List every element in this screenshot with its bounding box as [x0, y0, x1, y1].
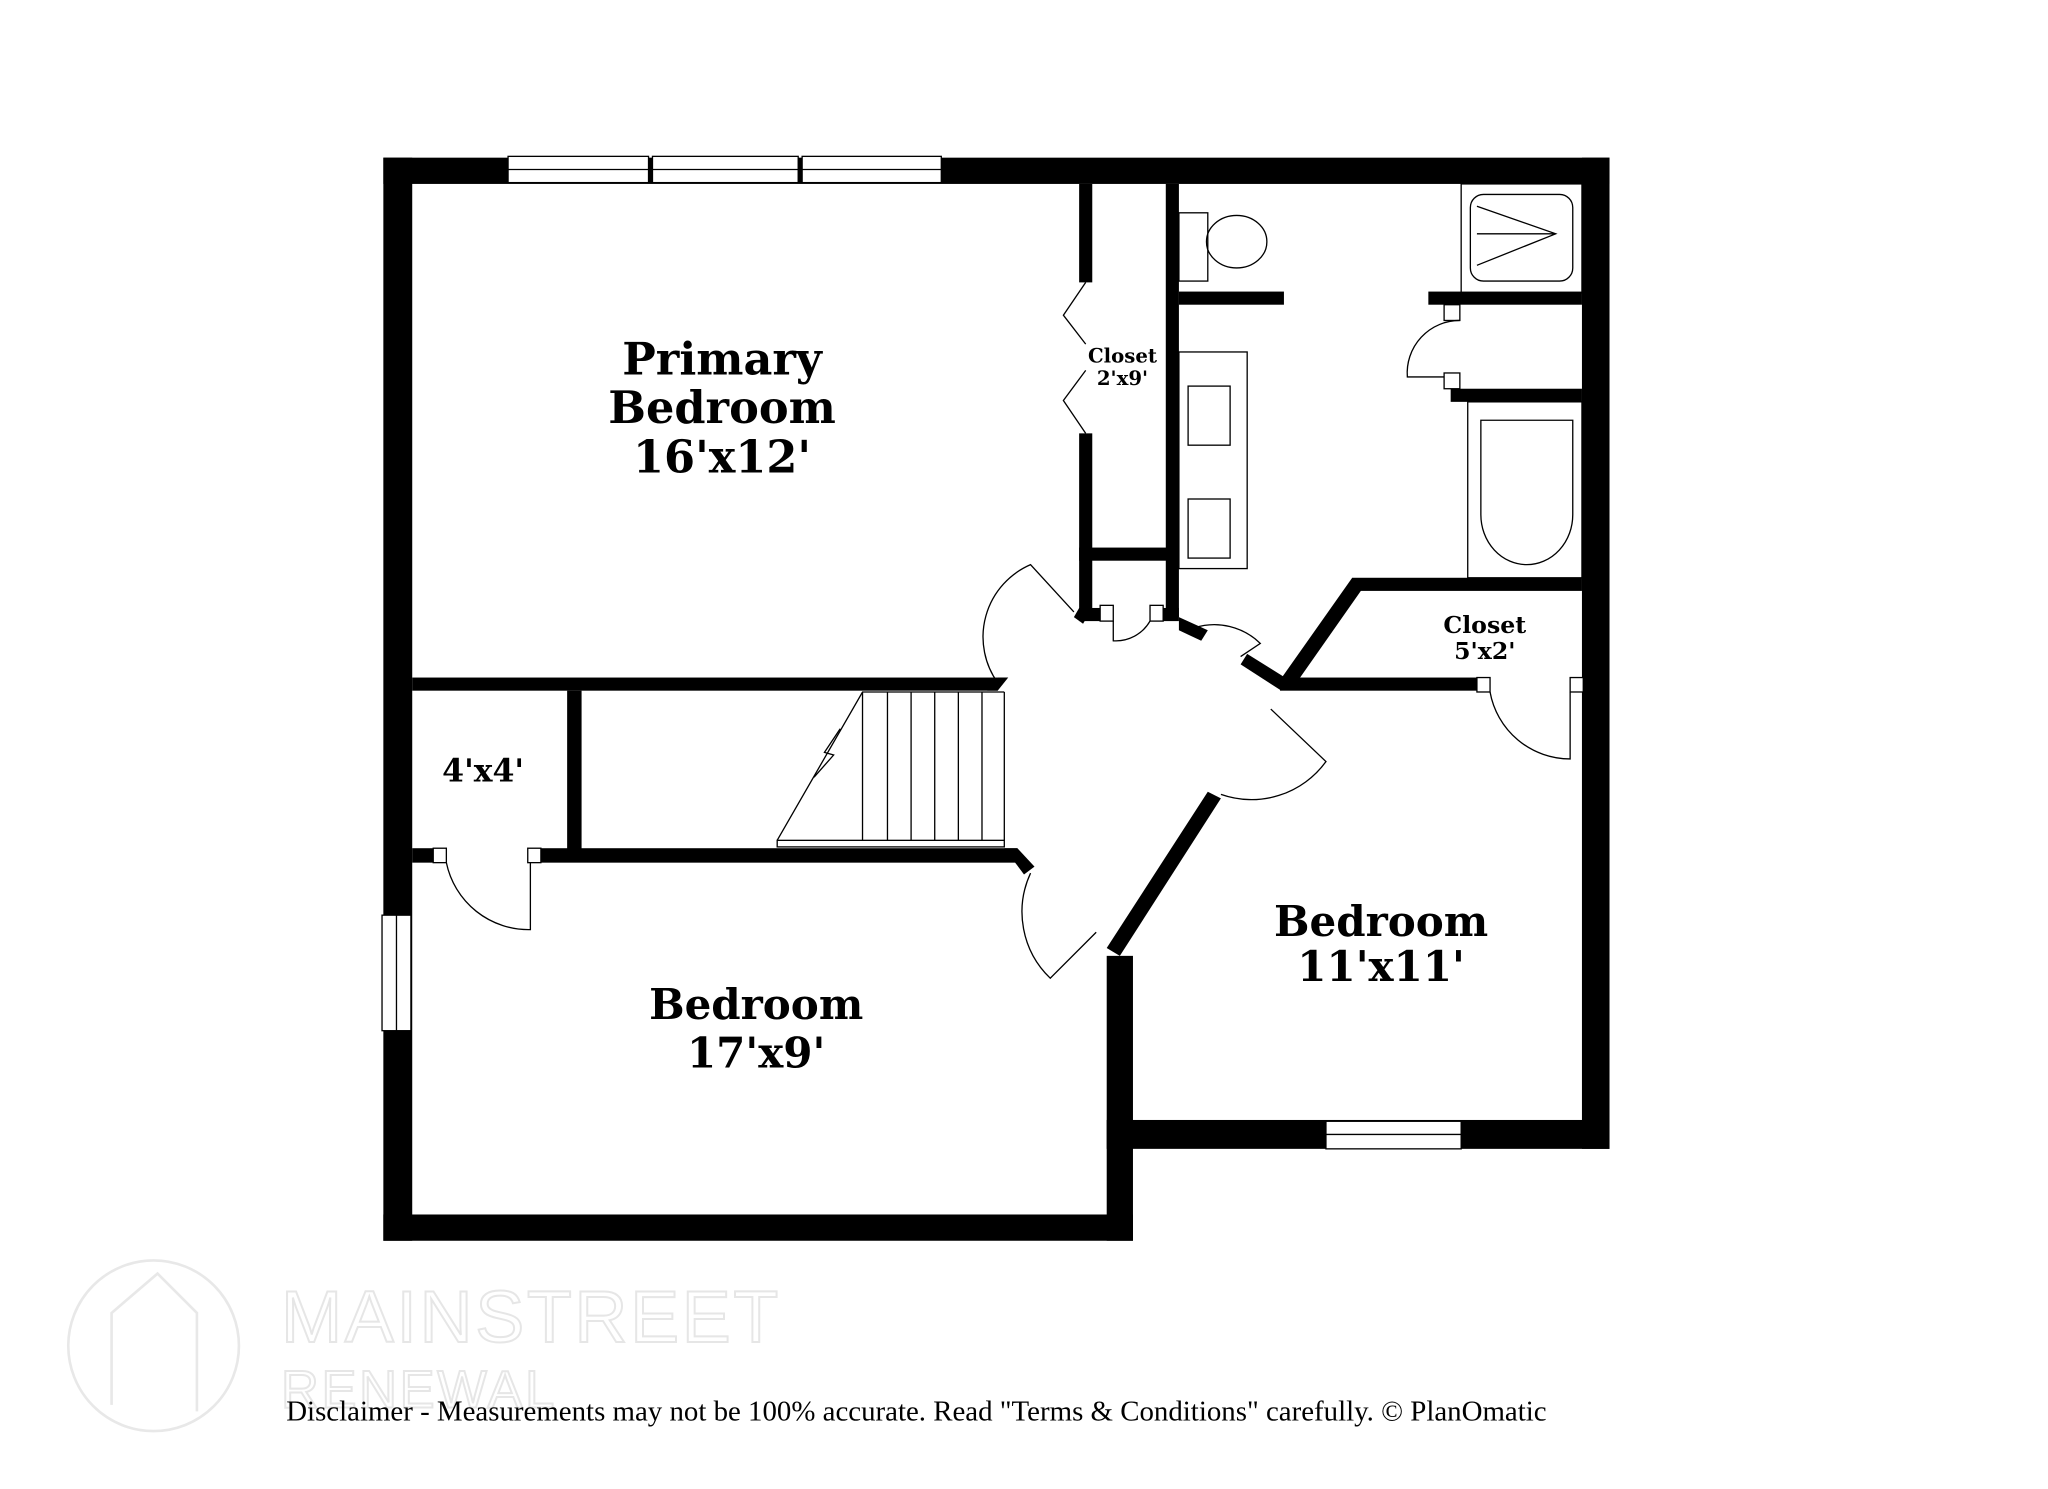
- stairs: [776, 691, 1005, 848]
- windows: [381, 155, 1462, 1150]
- closet-primary-name: Closet: [1088, 344, 1157, 367]
- vanity-icon: [1178, 351, 1248, 570]
- primary-bedroom-name-2: Bedroom: [608, 381, 836, 434]
- bedroom-left-name: Bedroom: [649, 980, 863, 1029]
- disclaimer: Disclaimer - Measurements may not be 100…: [286, 1396, 1546, 1428]
- primary-bedroom-name-1: Primary: [622, 332, 823, 385]
- shower-icon: [1469, 193, 1574, 282]
- walls: [383, 157, 1610, 1241]
- sink-icon: [1187, 498, 1231, 559]
- watermark-logo: MAINSTREET RENEWAL: [66, 1259, 781, 1433]
- bedroom-right-size: 11'x11': [1297, 942, 1465, 991]
- closet-right-name: Closet: [1443, 611, 1526, 639]
- watermark-line1: MAINSTREET: [281, 1275, 781, 1358]
- toilet-tank-icon: [1178, 212, 1209, 282]
- primary-bedroom-size: 16'x12': [633, 431, 811, 484]
- room-labels: Primary Bedroom 16'x12' Closet 2'x9' 4'x…: [442, 332, 1526, 1077]
- bedroom-left-size: 17'x9': [687, 1028, 825, 1077]
- bathroom-fixtures: [1178, 183, 1583, 579]
- watermark-line2: RENEWAL: [281, 1360, 557, 1419]
- toilet-icon: [1205, 214, 1268, 269]
- closet-right-size: 5'x2': [1454, 637, 1515, 665]
- sink-icon: [1187, 385, 1231, 446]
- bedroom-right-name: Bedroom: [1274, 897, 1488, 946]
- bathtub-icon: [1480, 419, 1574, 566]
- doors: [432, 282, 1584, 980]
- closet-primary-size: 2'x9': [1097, 367, 1148, 390]
- closet-hall-size: 4'x4': [442, 752, 524, 789]
